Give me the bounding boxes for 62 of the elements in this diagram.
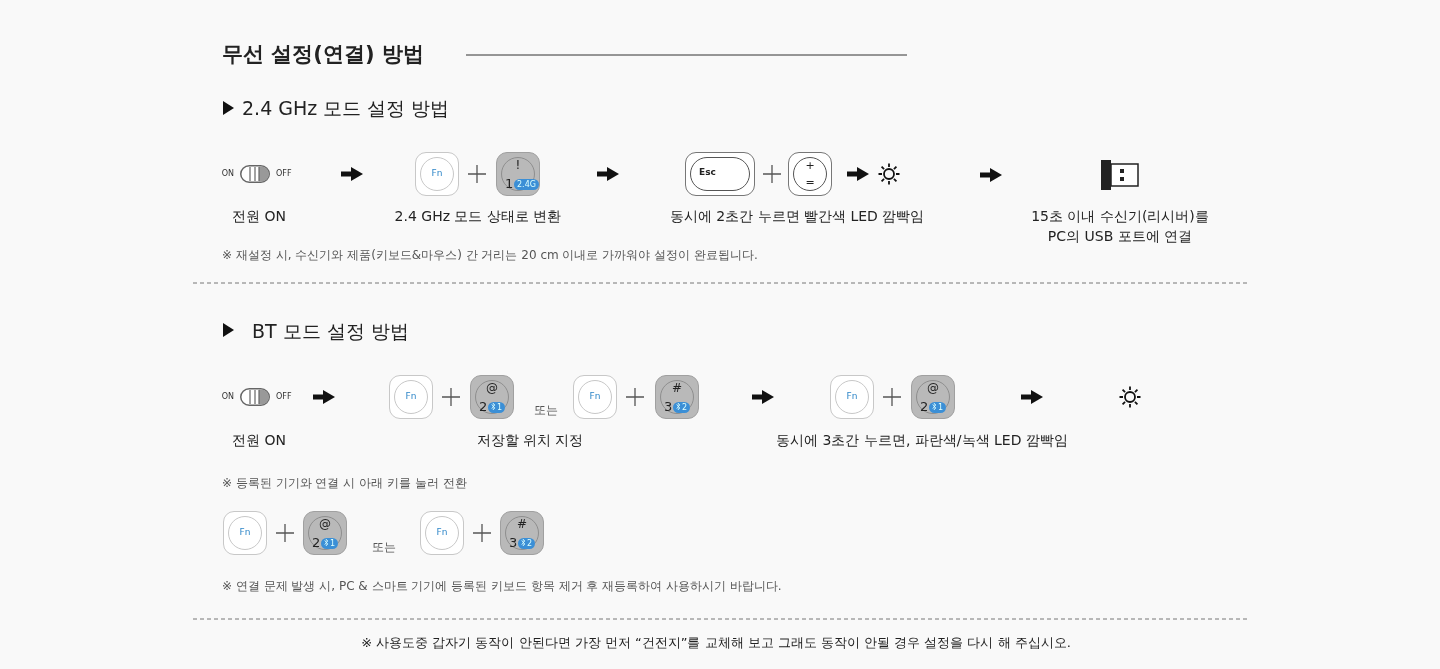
- step-caption: 2.4 GHz 모드 상태로 변환: [393, 207, 563, 226]
- step-caption: 저장할 위치 지정: [475, 431, 585, 450]
- key-symbol: @: [485, 381, 499, 395]
- key-cap: [303, 511, 347, 555]
- switch-label: ON: [221, 392, 234, 401]
- key-symbol: #: [670, 381, 684, 395]
- mode-badge: 1: [929, 402, 947, 413]
- key-symbol: #: [515, 517, 529, 531]
- key-cap: [788, 152, 832, 196]
- mode-badge: 1: [321, 538, 339, 549]
- note: ※ 재설정 시, 수신기와 제품(키보드&마우스) 간 거리는 20 cm 이내로 가까워야 설정이 완료됩니다.: [222, 247, 758, 264]
- footer-note: ※ 사용도중 갑자기 동작이 안된다면 가장 먼저 “건전지”를 교체해 보고 그래도 동작이 안될 경우 설정을 다시 해 주십시오.: [360, 634, 1072, 652]
- key-label: Fn: [435, 527, 449, 537]
- step-caption: 동시에 3초간 누르면, 파란색/녹색 LED 깜빡임: [775, 431, 1069, 450]
- usb-receiver-icon: [1101, 160, 1139, 190]
- step-caption: 동시에 2초간 누르면 빨간색 LED 깜빡임: [668, 207, 926, 226]
- key-cap: [655, 375, 699, 419]
- key-number: 1: [505, 176, 514, 191]
- key-number: 3: [664, 399, 673, 414]
- key-label: +: [804, 159, 816, 172]
- separator-text: 또는: [534, 402, 558, 419]
- mode-badge: 2.4G: [514, 179, 539, 190]
- key-label: Fn: [845, 391, 859, 401]
- key-cap: [830, 375, 874, 419]
- mode-badge: 2: [518, 538, 536, 549]
- switch-label: ON: [221, 169, 234, 178]
- light-icon: [878, 163, 900, 185]
- key-symbol: !: [514, 158, 522, 172]
- mode-badge: 2: [673, 402, 691, 413]
- key-cap: [685, 152, 755, 196]
- key-cap: [573, 375, 617, 419]
- key-cap: [223, 511, 267, 555]
- key-label: Fn: [404, 391, 418, 401]
- key-cap: [420, 511, 464, 555]
- key-number: 2: [312, 535, 321, 550]
- step-caption: 15초 이내 수신기(리시버)를 PC의 USB 포트에 연결: [1030, 207, 1210, 246]
- key-number: 2: [920, 399, 929, 414]
- title: 무선 설정(연결) 방법: [222, 41, 424, 68]
- key-label: Fn: [238, 527, 252, 537]
- key-cap: [415, 152, 459, 196]
- section-heading: 2.4 GHz 모드 설정 방법: [242, 96, 450, 121]
- key-label: Esc: [699, 167, 716, 177]
- separator-text: 또는: [372, 539, 396, 556]
- key-label: Fn: [588, 391, 602, 401]
- key-symbol: @: [926, 381, 940, 395]
- key-number: 3: [509, 535, 518, 550]
- key-symbol: @: [318, 517, 332, 531]
- step-caption: 전원 ON: [231, 431, 287, 450]
- note: ※ 연결 문제 발생 시, PC & 스마트 기기에 등록된 키보드 항목 제거 후 재등록하여 사용하시기 바랍니다.: [222, 578, 782, 595]
- key-cap: [911, 375, 955, 419]
- note: ※ 등록된 기기와 연결 시 아래 키를 눌러 전환: [222, 475, 467, 492]
- key-cap: [389, 375, 433, 419]
- key-label: =: [804, 176, 816, 189]
- key-cap: [500, 511, 544, 555]
- mode-badge: 1: [488, 402, 506, 413]
- key-number: 2: [479, 399, 488, 414]
- section-heading: BT 모드 설정 방법: [252, 319, 409, 344]
- step-caption: 전원 ON: [231, 207, 287, 226]
- key-label: Fn: [430, 168, 444, 178]
- key-cap: [470, 375, 514, 419]
- key-cap: [496, 152, 540, 196]
- light-icon: [1119, 386, 1141, 408]
